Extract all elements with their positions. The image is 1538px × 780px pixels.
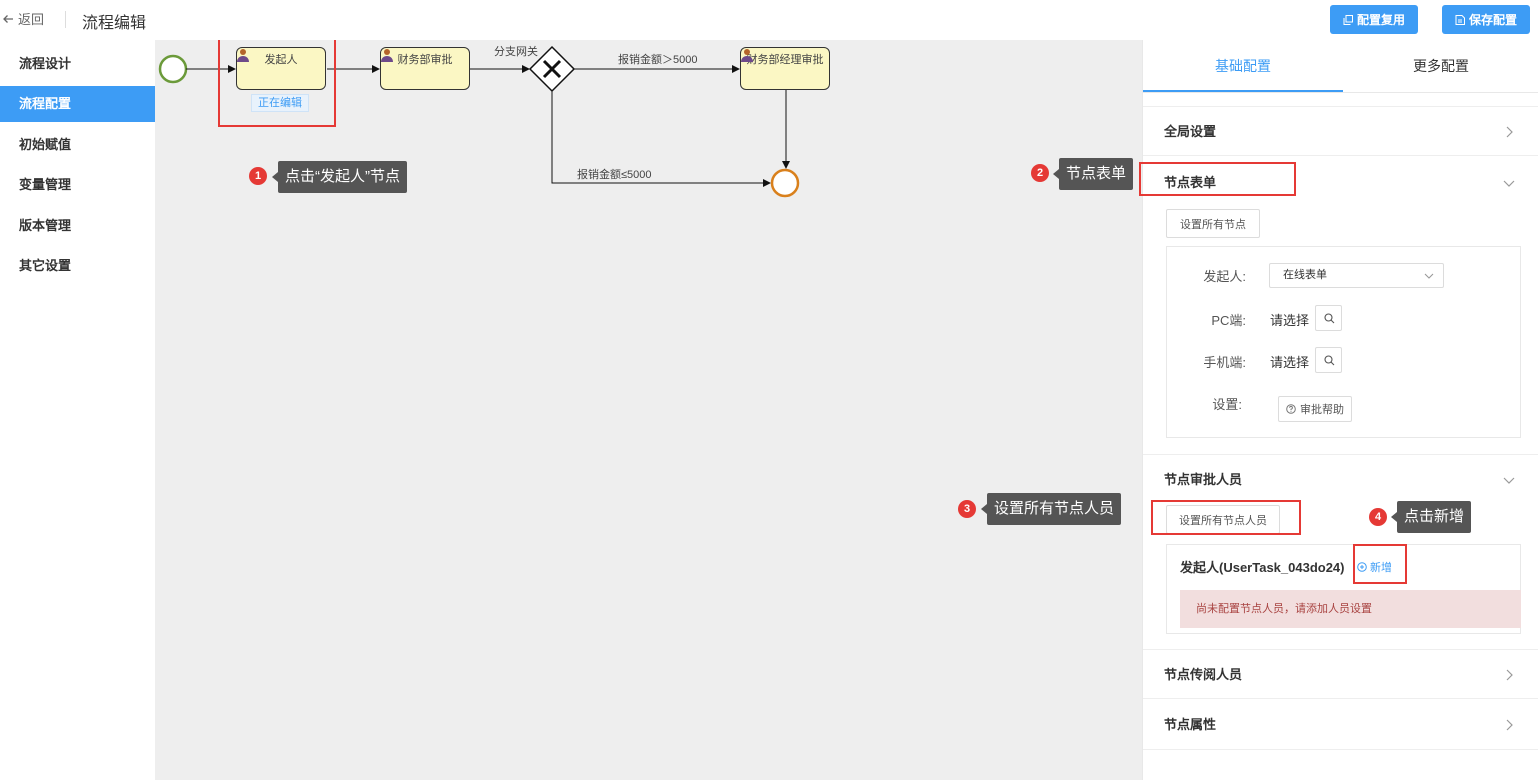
editing-tag: 正在编辑 bbox=[251, 94, 309, 112]
flow-edges bbox=[158, 45, 800, 198]
title-divider bbox=[65, 11, 66, 28]
question-circle-icon bbox=[1286, 404, 1296, 414]
pc-value: 请选择 bbox=[1270, 313, 1310, 328]
copy-icon bbox=[1343, 14, 1353, 25]
section-node-properties[interactable]: 节点属性 bbox=[1143, 700, 1538, 750]
highlight-add-link bbox=[1353, 544, 1407, 584]
section-node-properties-label: 节点属性 bbox=[1164, 717, 1217, 732]
sidebar-item-config[interactable]: 流程配置 bbox=[0, 86, 155, 122]
top-bar: 返回 流程编辑 配置复用 保存配置 bbox=[0, 0, 1538, 40]
back-label: 返回 bbox=[18, 12, 45, 27]
annotation-number-1: 1 bbox=[249, 167, 267, 185]
reuse-config-label: 配置复用 bbox=[1356, 13, 1405, 27]
end-event bbox=[770, 168, 800, 198]
mobile-label: 手机端: bbox=[1203, 355, 1246, 370]
sidebar-item-design[interactable]: 流程设计 bbox=[19, 56, 72, 71]
search-icon bbox=[1324, 313, 1335, 324]
user-icon bbox=[381, 49, 393, 62]
task-manager-approval[interactable]: 财务部经理审批 bbox=[740, 47, 830, 90]
exclusive-gateway[interactable] bbox=[528, 45, 576, 93]
tab-more-config[interactable]: 更多配置 bbox=[1413, 58, 1469, 74]
highlight-node-form bbox=[1139, 162, 1296, 196]
highlight-set-all-approvers bbox=[1151, 500, 1301, 535]
search-icon bbox=[1324, 355, 1335, 366]
chevron-right-icon bbox=[1506, 669, 1513, 681]
section-node-cc-label: 节点传阅人员 bbox=[1164, 667, 1243, 682]
gateway-label: 分支网关 bbox=[494, 46, 538, 58]
edge-gateway-end bbox=[551, 91, 771, 187]
approver-node-title: 发起人(UserTask_043do24) bbox=[1180, 560, 1345, 575]
annotation-number-4: 4 bbox=[1369, 508, 1387, 526]
plus-circle-icon bbox=[1357, 562, 1367, 572]
annotation-number-3: 3 bbox=[958, 500, 976, 518]
chevron-right-icon bbox=[1506, 126, 1513, 138]
add-approver-label: 新增 bbox=[1370, 562, 1392, 574]
save-icon bbox=[1455, 14, 1465, 25]
sidebar-item-variables[interactable]: 变量管理 bbox=[19, 177, 72, 192]
approver-box bbox=[1166, 544, 1521, 634]
section-global-settings[interactable]: 全局设置 bbox=[1143, 106, 1538, 156]
sidebar-item-other[interactable]: 其它设置 bbox=[19, 258, 72, 273]
config-panel: 基础配置 更多配置 全局设置 节点表单 设置所有节点 发起人: 在线表单 PC端… bbox=[1139, 40, 1538, 780]
chevron-right-icon bbox=[1506, 719, 1513, 731]
page-title: 流程编辑 bbox=[82, 15, 147, 32]
back-button[interactable]: 返回 bbox=[2, 9, 44, 28]
highlight-initiator bbox=[218, 40, 336, 127]
initiator-label: 发起人: bbox=[1203, 269, 1246, 284]
arrow-left-icon bbox=[3, 14, 13, 23]
set-all-node-approvers-button[interactable]: 设置所有节点人员 bbox=[1166, 505, 1280, 534]
section-node-form[interactable]: 节点表单 bbox=[1143, 158, 1538, 208]
save-config-label: 保存配置 bbox=[1468, 13, 1517, 27]
task-initiator[interactable]: 发起人 bbox=[236, 47, 326, 90]
annotation-tip-2: 节点表单 bbox=[1052, 158, 1134, 190]
start-event bbox=[158, 54, 188, 84]
approval-help-button[interactable]: 审批帮助 bbox=[1278, 396, 1352, 422]
tab-divider bbox=[1143, 92, 1538, 93]
task-manager-approval-label: 财务部经理审批 bbox=[746, 53, 824, 66]
chevron-down-icon bbox=[1503, 180, 1515, 187]
sidebar-item-versions[interactable]: 版本管理 bbox=[19, 218, 72, 233]
section-global-settings-label: 全局设置 bbox=[1164, 124, 1217, 139]
task-finance-approval[interactable]: 财务部审批 bbox=[380, 47, 470, 90]
chevron-down-icon bbox=[1424, 273, 1434, 279]
settings-label: 设置: bbox=[1212, 397, 1242, 412]
edge-label-over: 报销金额＞5000 bbox=[618, 54, 698, 66]
pc-search-button[interactable] bbox=[1315, 305, 1342, 331]
sidebar: 流程设计 流程配置 初始赋值 变量管理 版本管理 其它设置 bbox=[0, 40, 155, 780]
chevron-down-icon bbox=[1503, 477, 1515, 484]
annotation-tip-3: 设置所有节点人员 bbox=[980, 493, 1122, 525]
sidebar-item-initial-values[interactable]: 初始赋值 bbox=[19, 137, 72, 152]
task-initiator-label: 发起人 bbox=[264, 53, 298, 66]
pc-label: PC端: bbox=[1211, 313, 1246, 328]
edge-label-under: 报销金额≤5000 bbox=[577, 169, 652, 181]
user-icon bbox=[741, 49, 753, 62]
mobile-value: 请选择 bbox=[1270, 355, 1310, 370]
reuse-config-button[interactable]: 配置复用 bbox=[1330, 5, 1418, 34]
approval-help-label: 审批帮助 bbox=[1300, 404, 1344, 416]
user-icon bbox=[237, 49, 249, 62]
initiator-form-select[interactable]: 在线表单 bbox=[1269, 263, 1444, 288]
annotation-tip-1: 点击“发起人”节点 bbox=[272, 161, 407, 193]
mobile-search-button[interactable] bbox=[1315, 347, 1342, 373]
annotation-tip-4: 点击新增 bbox=[1390, 501, 1472, 533]
section-node-approvers[interactable]: 节点审批人员 bbox=[1143, 454, 1538, 504]
node-form-box bbox=[1166, 246, 1521, 438]
set-all-nodes-button[interactable]: 设置所有节点 bbox=[1166, 209, 1260, 238]
process-canvas[interactable]: 发起人 财务部审批 财务部经理审批 分支网关 报销金额＞5000 报销金额≤50… bbox=[155, 40, 1142, 780]
save-config-button[interactable]: 保存配置 bbox=[1442, 5, 1530, 34]
tab-basic-config[interactable]: 基础配置 bbox=[1143, 40, 1343, 92]
no-approvers-warning: 尚未配置节点人员，请添加人员设置 bbox=[1180, 590, 1521, 628]
initiator-form-value: 在线表单 bbox=[1283, 269, 1327, 281]
annotation-number-2: 2 bbox=[1031, 164, 1049, 182]
section-node-form-label: 节点表单 bbox=[1164, 175, 1217, 190]
section-node-approvers-label: 节点审批人员 bbox=[1164, 472, 1243, 487]
add-approver-link[interactable]: 新增 bbox=[1357, 559, 1392, 575]
section-node-cc[interactable]: 节点传阅人员 bbox=[1143, 649, 1538, 699]
task-finance-approval-label: 财务部审批 bbox=[397, 53, 453, 66]
